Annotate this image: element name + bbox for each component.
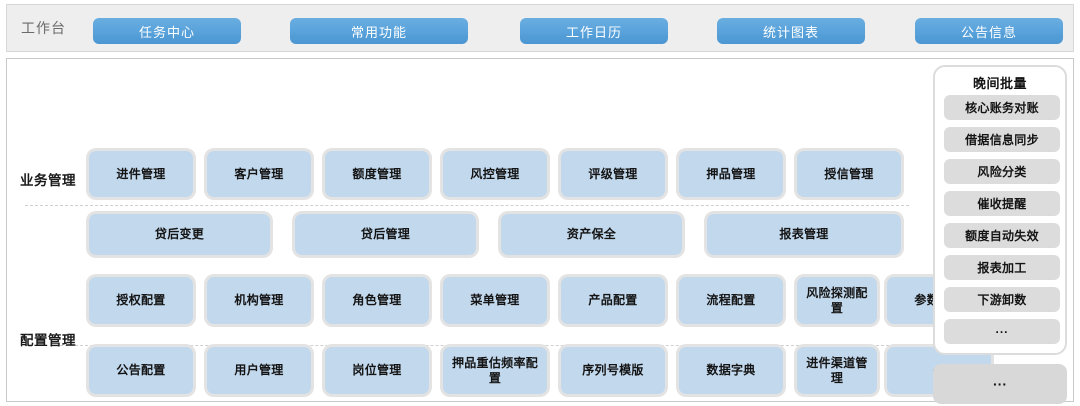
module-cell[interactable]: 授权配置 <box>89 277 193 324</box>
module-cell[interactable]: 贷后管理 <box>295 214 476 255</box>
top-tab-2[interactable]: 工作日历 <box>520 18 668 44</box>
module-cell[interactable]: 风险探测配置 <box>797 277 877 324</box>
nightly-batch-title: 晚间批量 <box>972 76 1027 91</box>
module-cell[interactable]: 风控管理 <box>443 151 547 197</box>
module-cell[interactable]: 序列号模版 <box>561 347 665 394</box>
module-cell[interactable]: 进件渠道管理 <box>797 347 877 394</box>
module-cell[interactable]: 菜单管理 <box>443 277 547 324</box>
module-cell[interactable]: 进件管理 <box>89 151 193 197</box>
module-cell[interactable]: 机构管理 <box>207 277 311 324</box>
module-cell[interactable]: 产品配置 <box>561 277 665 324</box>
module-cell[interactable]: 报表管理 <box>707 214 901 255</box>
module-cell[interactable]: 贷后变更 <box>89 214 270 255</box>
batch-item[interactable]: 报表加工 <box>944 255 1060 280</box>
main-panel: 业务管理 进件管理客户管理额度管理风控管理评级管理押品管理授信管理贷后变更贷后管… <box>6 58 1074 404</box>
top-tab-0[interactable]: 任务中心 <box>93 18 241 44</box>
module-cell[interactable]: 资产保全 <box>501 214 682 255</box>
batch-item[interactable]: 风险分类 <box>944 159 1060 184</box>
section-divider-0 <box>25 205 909 206</box>
batch-item[interactable]: ··· <box>944 319 1060 344</box>
module-cell[interactable]: 岗位管理 <box>325 347 429 394</box>
batch-item[interactable]: 催收提醒 <box>944 191 1060 216</box>
batch-item[interactable]: 额度自动失效 <box>944 223 1060 248</box>
module-cell[interactable]: 角色管理 <box>325 277 429 324</box>
module-cell[interactable]: 押品管理 <box>679 151 783 197</box>
module-cell[interactable]: 公告配置 <box>89 347 193 394</box>
batch-more-button[interactable]: ··· <box>933 364 1067 404</box>
batch-item[interactable]: 下游卸数 <box>944 287 1060 312</box>
batch-item[interactable]: 核心账务对账 <box>944 95 1060 120</box>
section-label-business: 业务管理 <box>20 173 76 188</box>
module-cell[interactable]: 授信管理 <box>797 151 901 197</box>
section-divider-1 <box>25 345 909 346</box>
module-cell[interactable]: 数据字典 <box>679 347 783 394</box>
module-cell[interactable]: 评级管理 <box>561 151 665 197</box>
workbench-label: 工作台 <box>21 20 66 36</box>
module-cell[interactable]: 额度管理 <box>325 151 429 197</box>
top-tab-4[interactable]: 公告信息 <box>915 18 1063 44</box>
module-cell[interactable]: 用户管理 <box>207 347 311 394</box>
top-tab-bar: 工作台 任务中心 常用功能 工作日历 统计图表 公告信息 <box>6 4 1074 52</box>
batch-item[interactable]: 借据信息同步 <box>944 127 1060 152</box>
nightly-batch-panel: 晚间批量 核心账务对账借据信息同步风险分类催收提醒额度自动失效报表加工下游卸数 ·… <box>933 65 1067 355</box>
section-label-config: 配置管理 <box>20 333 76 348</box>
top-tab-3[interactable]: 统计图表 <box>717 18 865 44</box>
top-tab-1[interactable]: 常用功能 <box>290 18 468 44</box>
module-cell[interactable]: 流程配置 <box>679 277 783 324</box>
module-cell[interactable]: 客户管理 <box>207 151 311 197</box>
module-cell[interactable]: 押品重估频率配置 <box>443 347 547 394</box>
